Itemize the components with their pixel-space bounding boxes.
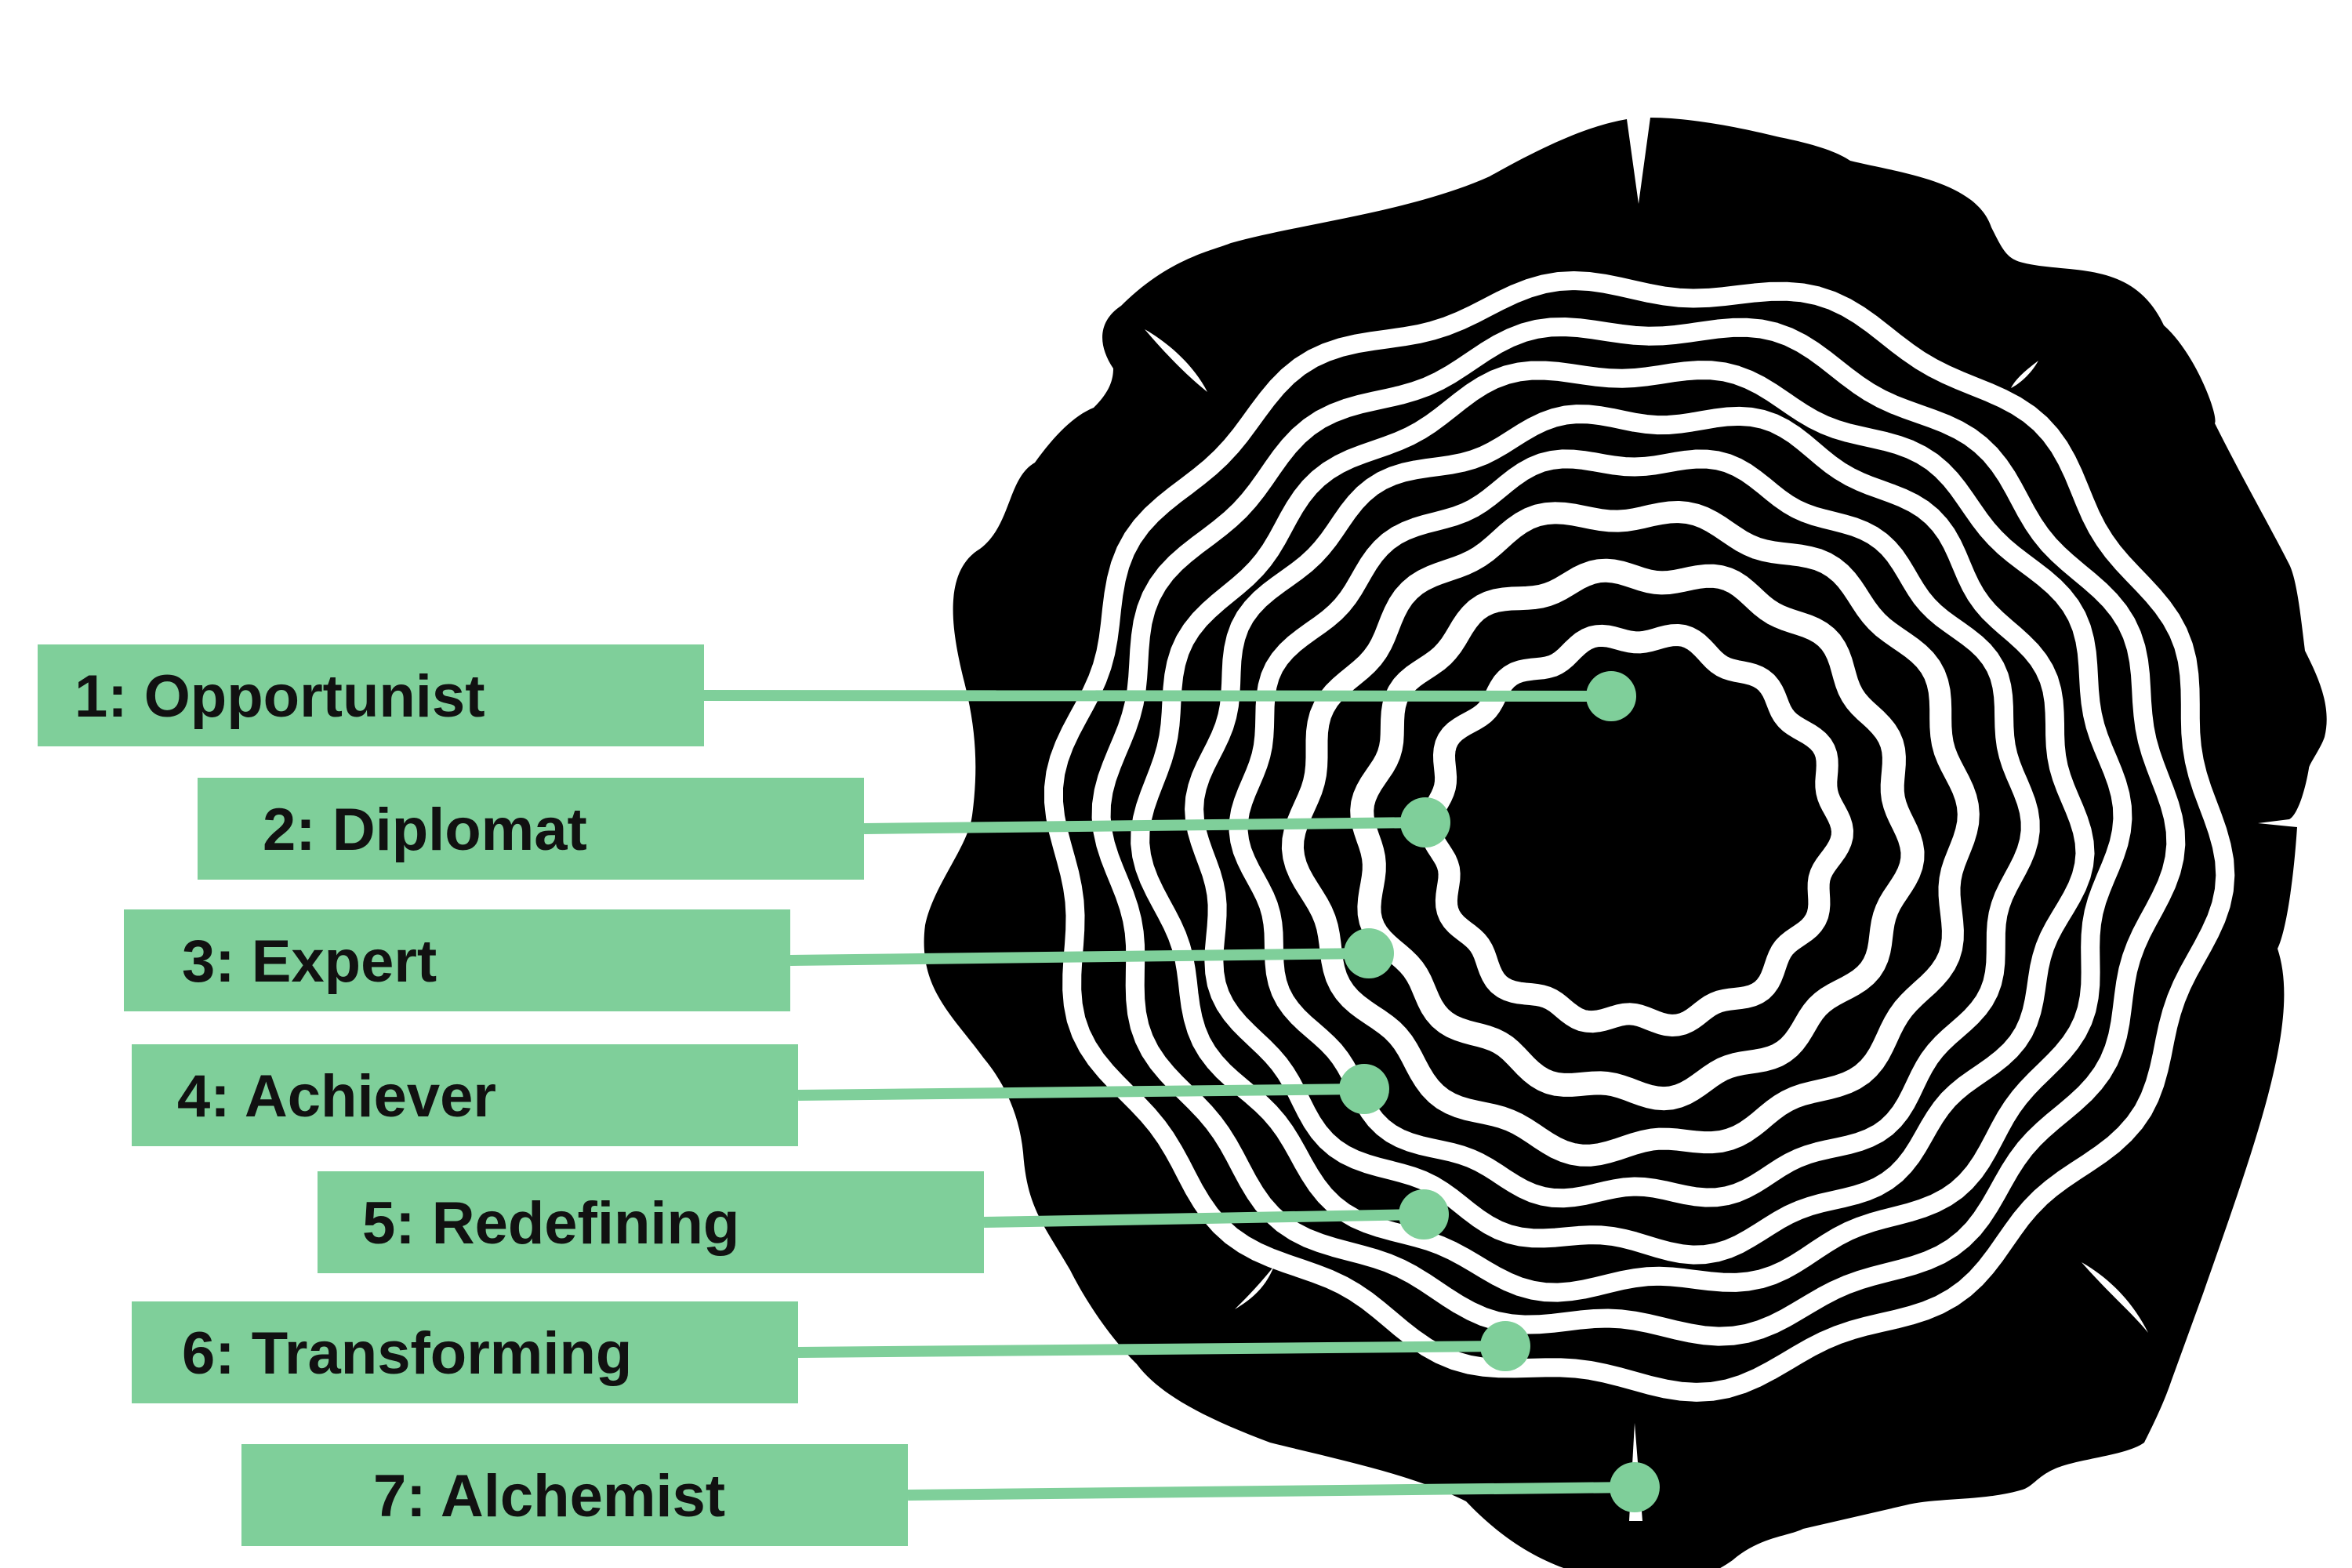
label-text-7: 7: Alchemist [373, 1463, 725, 1530]
tree-ring-4 [1185, 405, 2095, 1265]
label-box-5 [318, 1171, 984, 1273]
label-box-3 [124, 909, 790, 1011]
stage-label-2: 2: Diplomat [198, 778, 1450, 880]
connector-line-2 [863, 817, 1426, 834]
connector-line-5 [983, 1209, 1425, 1228]
ring-marker-dot-2 [1400, 797, 1450, 848]
label-text-1: 1: Opportunist [74, 663, 485, 730]
stage-label-4: 4: Achiever [132, 1044, 1389, 1146]
label-text-3: 3: Expert [182, 928, 437, 995]
connector-line-6 [797, 1341, 1506, 1358]
ring-marker-dot-3 [1344, 928, 1394, 978]
stage-label-1: 1: Opportunist [38, 644, 1636, 746]
connector-line-3 [789, 948, 1370, 966]
label-text-6: 6: Transforming [182, 1320, 632, 1387]
label-text-4: 4: Achiever [177, 1063, 496, 1130]
label-box-1 [38, 644, 704, 746]
ring-marker-dot-4 [1339, 1064, 1389, 1114]
stage-label-6: 6: Transforming [132, 1301, 1530, 1403]
stage-label-3: 3: Expert [124, 909, 1394, 1011]
ring-marker-dot-6 [1480, 1321, 1530, 1371]
ring-marker-dot-7 [1610, 1462, 1660, 1512]
label-text-2: 2: Diplomat [263, 797, 587, 863]
stage-labels: 1: Opportunist 2: Diplomat 3: Expert 4: Ach… [38, 644, 1660, 1546]
tree-crack [2082, 1262, 2148, 1333]
connector-line-4 [797, 1083, 1365, 1101]
label-box-2 [198, 778, 864, 880]
label-text-5: 5: Redefining [362, 1190, 739, 1257]
ring-marker-dot-5 [1399, 1189, 1449, 1240]
tree-ring-7 [1350, 558, 1925, 1111]
stage-label-5: 5: Redefining [318, 1171, 1449, 1273]
connector-line-7 [907, 1482, 1635, 1501]
tree-ring-6 [1281, 501, 1980, 1167]
tree-pith [1548, 739, 1726, 918]
tree-ring-5 [1229, 449, 2040, 1208]
stage-label-7: 7: Alchemist [241, 1444, 1660, 1546]
label-box-7 [241, 1444, 908, 1546]
connector-line-1 [703, 690, 1612, 702]
tree-crack [2011, 361, 2038, 388]
label-box-6 [132, 1301, 798, 1403]
label-box-4 [132, 1044, 798, 1146]
ring-marker-dot-1 [1586, 671, 1636, 721]
tree-crack [1145, 329, 1207, 392]
